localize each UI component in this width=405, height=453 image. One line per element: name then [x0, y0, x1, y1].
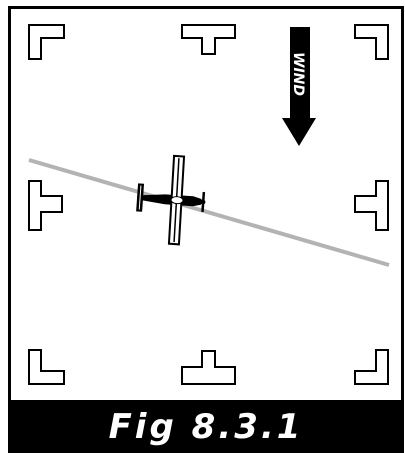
maneuver-diagram: WIND — [0, 0, 405, 400]
figure-caption: Fig 8.3.1 — [109, 410, 304, 444]
side-marker-right — [355, 181, 388, 230]
corner-marker-top-right — [355, 25, 388, 59]
center-marker-bottom — [182, 351, 235, 384]
corner-marker-top-left — [29, 25, 64, 59]
flight-path-line — [29, 160, 389, 265]
wind-label: WIND — [290, 52, 306, 96]
wind-arrow-icon: WIND — [282, 27, 316, 146]
corner-marker-bottom-right — [355, 350, 388, 384]
corner-marker-bottom-left — [29, 350, 64, 384]
aircraft-icon — [134, 153, 208, 246]
side-marker-left — [29, 181, 62, 230]
center-marker-top — [182, 25, 235, 54]
caption-bar: Fig 8.3.1 — [8, 400, 404, 453]
